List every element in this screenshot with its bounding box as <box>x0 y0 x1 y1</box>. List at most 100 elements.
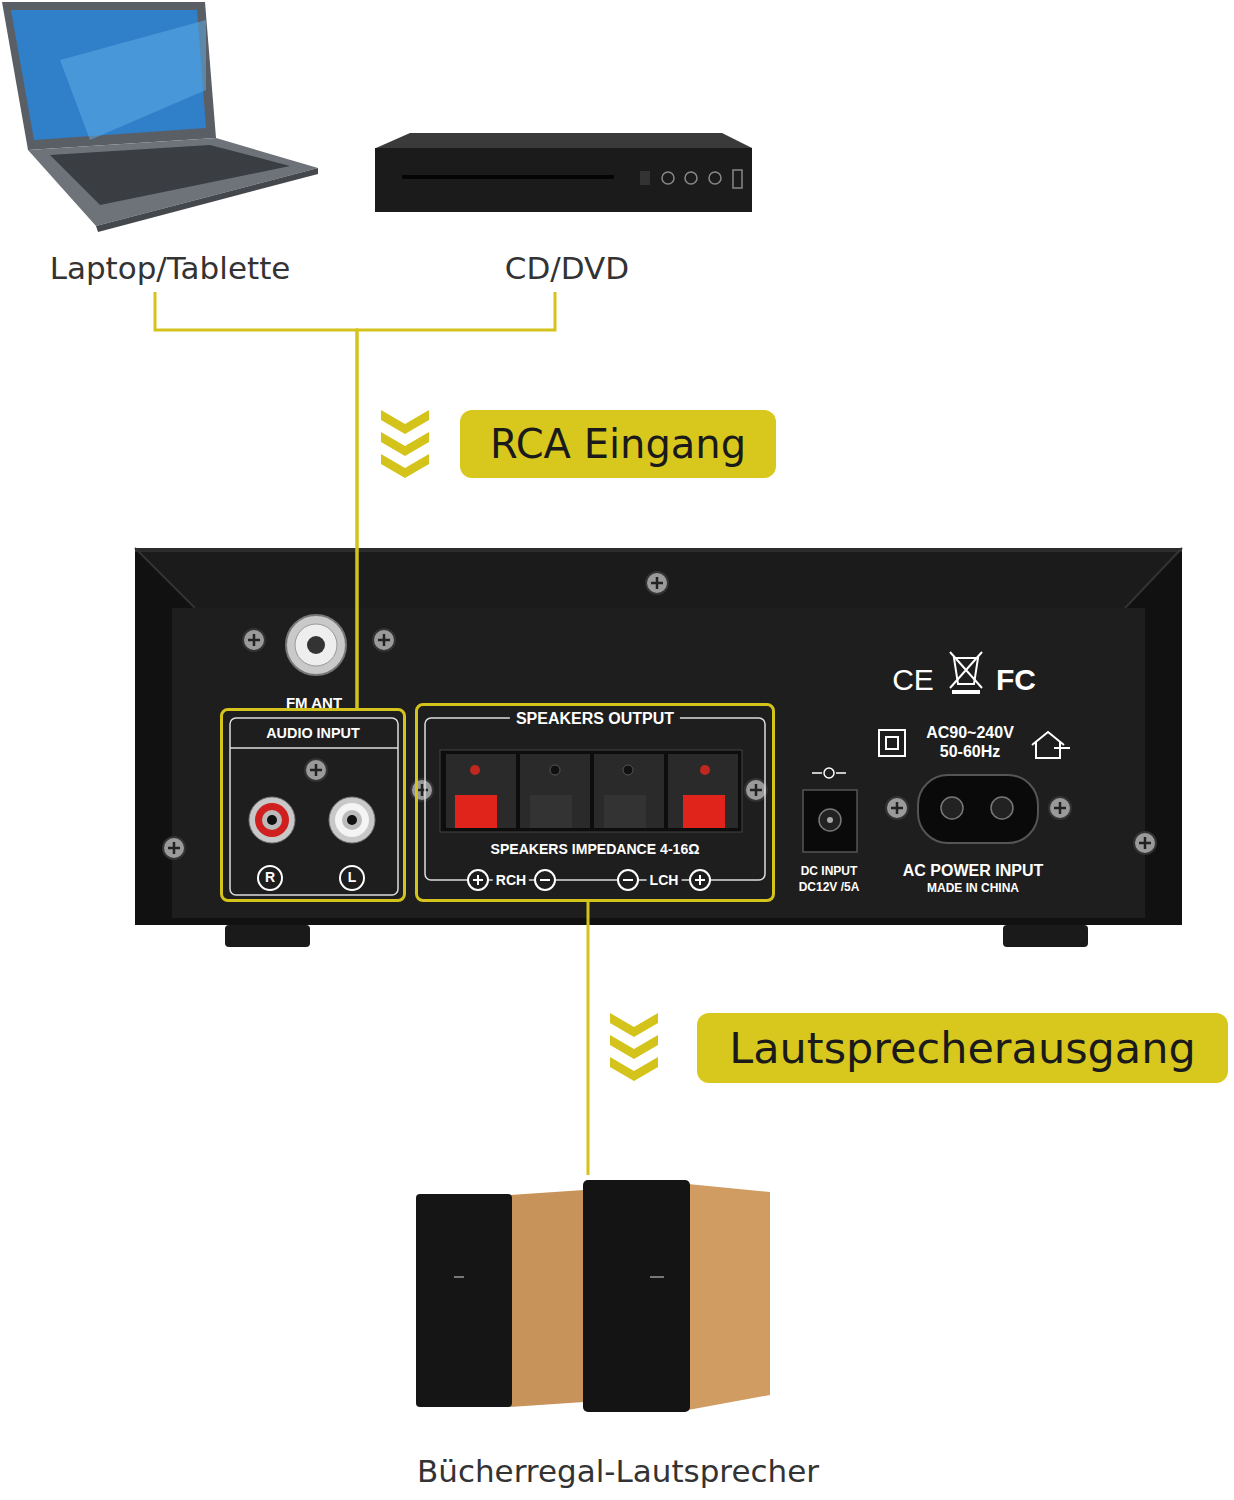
power-rating: DC12V /5A <box>799 881 860 894</box>
channel-label: RCH <box>493 873 529 888</box>
laptop-illustration-part <box>60 20 206 140</box>
impedance-note: SPEAKERS IMPEDANCE 4-16Ω <box>418 841 772 857</box>
dc-jack <box>803 768 857 852</box>
device-label-box: Laptop/Tablette <box>10 0 330 292</box>
audio-input-panel-part <box>335 803 369 837</box>
dvd-player-illustration-part <box>402 175 614 179</box>
connector-line <box>587 902 590 1175</box>
speaker-terminal-panel-part <box>594 754 664 828</box>
audio-input-panel-part <box>340 866 364 890</box>
bookshelf-speakers-illustration-part <box>454 1276 464 1278</box>
laptop-illustration-part <box>2 2 216 150</box>
certification-mark: CE <box>892 663 934 696</box>
dc-jack-part <box>824 768 834 778</box>
amplifier-housing <box>135 548 1182 947</box>
direction-chevrons-part <box>610 1013 658 1037</box>
speaker-terminal-panel <box>425 718 765 890</box>
certification-mark: FC <box>996 663 1036 696</box>
audio-input-panel-part <box>342 810 362 830</box>
amplifier-housing-part <box>135 548 195 608</box>
audio-input-panel-part <box>230 747 398 749</box>
amplifier-housing-part <box>135 548 1182 925</box>
dc-jack-part <box>827 817 833 823</box>
dvd-player-illustration-part <box>376 133 752 148</box>
device-label-box: CD/DVD <box>407 120 727 292</box>
speaker-terminal-panel-part <box>550 765 560 775</box>
dvd-player-illustration-part <box>685 172 697 184</box>
ac-power-socket-part <box>991 797 1013 819</box>
ac-power-socket-part <box>918 775 1038 843</box>
dvd-player-illustration-part <box>640 171 650 185</box>
screws-part <box>243 629 265 651</box>
screws <box>163 572 1156 859</box>
screws-part <box>1134 832 1156 854</box>
dvd-player-illustration-part <box>375 148 752 212</box>
dc-jack-part <box>819 809 841 831</box>
panel-heading: AUDIO INPUT <box>223 725 403 741</box>
audio-input-panel <box>230 718 398 895</box>
screws-part <box>163 837 185 859</box>
connector-line <box>155 292 357 708</box>
audio-input-panel-part <box>267 815 277 825</box>
bookshelf-speakers-illustration-part <box>510 1190 584 1407</box>
connector-label: DC INPUT <box>801 865 858 878</box>
laptop-illustration <box>2 2 318 232</box>
fm-antenna-connector-part <box>286 615 346 675</box>
indoor-use-symbol-part <box>1054 747 1070 749</box>
speaker-terminal-panel-part <box>530 795 572 828</box>
laptop-illustration-part <box>96 168 318 232</box>
dvd-player-illustration-part <box>733 170 742 188</box>
badge-text: RCA Eingang <box>490 421 746 467</box>
double-insulation-symbol <box>879 730 905 756</box>
speaker-terminal-panel-part <box>683 795 725 828</box>
laptop-illustration-part <box>50 145 290 205</box>
screws-part <box>1049 797 1071 819</box>
direction-chevrons-part <box>381 432 429 456</box>
power-rating: AC90~240V <box>926 724 1014 742</box>
direction-chevrons-part <box>610 1057 658 1081</box>
fm-antenna-connector <box>286 615 346 675</box>
fm-antenna-connector-part <box>307 636 325 654</box>
amplifier-housing-part <box>1003 925 1088 947</box>
speaker-terminal-panel-part <box>440 750 742 832</box>
speaker-terminal-panel-part <box>520 754 590 828</box>
direction-chevrons <box>381 410 429 478</box>
audio-input-panel-part <box>255 803 289 837</box>
panel-heading: SPEAKERS OUTPUT <box>510 710 680 728</box>
callout-badge: RCA Eingang <box>460 410 776 478</box>
double-insulation-symbol-part <box>879 730 905 756</box>
weee-bin-symbol-part <box>950 652 982 688</box>
device-label: Bücherregal-Lautsprecher <box>417 1453 819 1489</box>
audio-input-panel-part <box>230 718 398 895</box>
screws-part <box>305 759 327 781</box>
bookshelf-speakers-illustration-part <box>650 1276 664 1278</box>
direction-chevrons-part <box>610 1035 658 1059</box>
indoor-use-symbol-part <box>1032 732 1064 758</box>
speaker-terminal-panel-part <box>535 870 555 890</box>
dc-jack-part <box>803 790 857 852</box>
double-insulation-symbol-part <box>886 737 898 749</box>
device-label: Laptop/Tablette <box>50 250 291 286</box>
audio-input-panel-part <box>347 815 357 825</box>
direction-chevrons-part <box>381 454 429 478</box>
dvd-player-illustration-part <box>662 172 674 184</box>
speaker-terminal-panel-part <box>700 765 710 775</box>
audio-input-box: AUDIO INPUT <box>220 708 406 902</box>
amplifier-housing-part <box>172 608 1145 918</box>
channel-letter: L <box>348 870 357 885</box>
device-label-box: Bücherregal-Lautsprecher <box>378 1175 858 1495</box>
power-rating: 50-60Hz <box>940 743 1000 761</box>
dvd-player-illustration <box>375 133 752 212</box>
ac-power-socket <box>918 775 1038 843</box>
indoor-use-symbol <box>1032 732 1070 758</box>
audio-input-panel-part <box>249 797 295 843</box>
direction-chevrons-part <box>381 410 429 434</box>
screws-part <box>373 629 395 651</box>
speaker-terminal-panel-part <box>455 795 497 828</box>
amplifier-housing-part <box>135 548 1182 608</box>
bookshelf-speakers-illustration <box>416 1180 770 1412</box>
connector-line <box>357 292 555 708</box>
ac-power-socket-part <box>941 797 963 819</box>
